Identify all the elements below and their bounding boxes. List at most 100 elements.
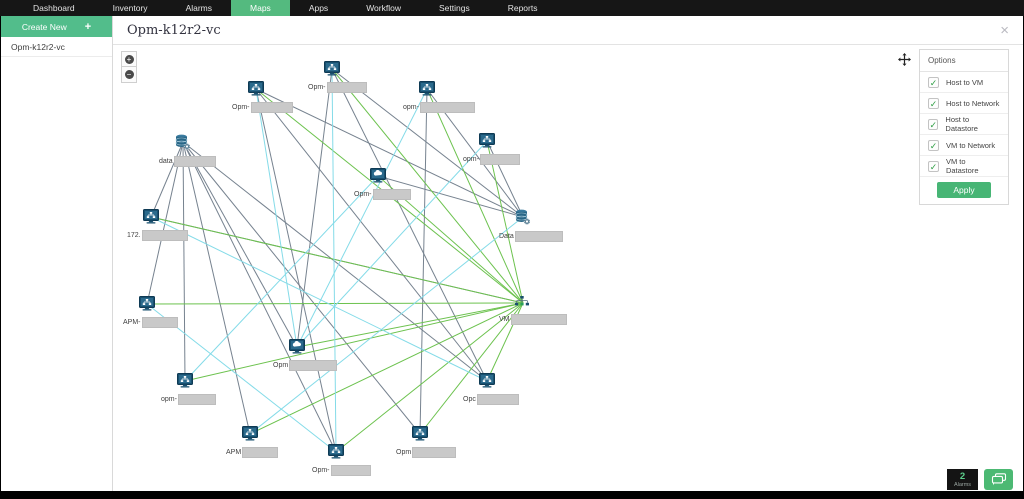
plus-icon: + [84, 20, 92, 33]
map-node-n1[interactable]: Opm- [308, 61, 367, 93]
checkbox[interactable]: ✓ [928, 160, 939, 172]
host-icon [478, 373, 519, 393]
node-label-text: Opm- [232, 104, 250, 111]
host-icon [138, 296, 178, 316]
nav-tab-reports[interactable]: Reports [507, 3, 538, 13]
option-row: ✓VM to Network [920, 135, 1008, 156]
apply-button[interactable]: Apply [937, 182, 991, 198]
node-label: APM- [123, 317, 178, 328]
sidebar-map-list: Opm-k12r2-vc [1, 37, 112, 57]
node-label-box [514, 231, 563, 242]
map-node-n4[interactable]: data [159, 134, 216, 167]
close-icon[interactable]: × [1000, 21, 1009, 39]
option-row: ✓ Host to Network [920, 93, 1008, 114]
node-label-box [289, 360, 338, 371]
top-nav: Dashboard Inventory Alarms Maps Apps Workflow… [0, 0, 1024, 16]
nav-tab-apps[interactable]: Apps [308, 3, 329, 13]
feedback-chat-button[interactable] [984, 469, 1013, 490]
map-node-n12[interactable]: opm- [161, 373, 216, 405]
node-label-text: Opm [273, 362, 289, 369]
node-label-box [476, 394, 519, 405]
option-row: ✓Host to Datastore [920, 114, 1008, 135]
map-edge [255, 88, 298, 348]
map-node-n13[interactable]: Opc [463, 373, 519, 405]
map-edge [150, 141, 184, 218]
datastore-icon [514, 209, 563, 230]
content-area: Create New + Opm-k12r2-vc Opm-k12r2-vc ×… [1, 16, 1023, 491]
map-node-n16[interactable]: Opm- [312, 444, 371, 476]
node-label: Opm [273, 360, 338, 371]
map-edge [331, 68, 337, 453]
node-label: opm- [161, 394, 216, 405]
map-node-n3[interactable]: opm- [403, 81, 475, 113]
checkbox-label: Host to Network [946, 98, 1000, 108]
host-icon [241, 426, 278, 446]
map-edge [150, 216, 488, 382]
checkbox[interactable]: ✓ [928, 76, 939, 88]
map-node-n7[interactable]: 172. [127, 209, 188, 241]
alarm-label: Alarms [953, 481, 972, 488]
alarms-badge[interactable]: 2 Alarms [947, 469, 978, 490]
nav-tab-maps[interactable]: Maps [231, 0, 290, 16]
node-label-box [141, 230, 188, 241]
host-icon [411, 426, 456, 446]
map-node-n6[interactable]: opm- [463, 133, 520, 165]
node-label-text: Opm- [308, 84, 326, 91]
map-node-n14[interactable]: APM [226, 426, 279, 458]
nav-tab-settings[interactable]: Settings [438, 3, 470, 13]
map-edge [146, 141, 184, 305]
map-node-n10[interactable]: VM [499, 295, 567, 325]
drag-move-icon[interactable] [898, 53, 911, 71]
map-edge [255, 88, 524, 218]
nav-tab-alarms[interactable]: Alarms [185, 3, 213, 13]
alarm-count: 2 [959, 470, 966, 482]
nav-tab-workflow[interactable]: Workflow [366, 3, 401, 13]
map-edge [296, 140, 488, 348]
node-label: Opm- [312, 465, 371, 476]
host-icon [478, 133, 520, 153]
page-title: Opm-k12r2-vc [127, 22, 221, 38]
map-node-n15[interactable]: Opm [396, 426, 457, 458]
checkbox[interactable]: ✓ [928, 97, 939, 109]
main-panel: Opm-k12r2-vc × + − [113, 16, 1023, 491]
node-label: Opm- [232, 102, 293, 113]
nav-tab-dashboard[interactable]: Dashboard [33, 3, 75, 13]
node-label-box [412, 447, 457, 458]
zoom-out-button[interactable]: − [122, 67, 136, 82]
map-edge [296, 68, 333, 348]
node-label-text: opm- [403, 104, 419, 111]
map-edge [419, 302, 524, 435]
map-edge [182, 141, 186, 382]
map-edge [182, 141, 337, 453]
map-header: Opm-k12r2-vc × [113, 16, 1023, 45]
nav-tab-inventory[interactable]: Inventory [112, 3, 148, 13]
node-label-box [242, 447, 279, 458]
map-edge [146, 303, 337, 453]
node-label-box [177, 394, 216, 405]
option-row: ✓Host to VM [920, 72, 1008, 93]
node-label-box [173, 156, 216, 167]
sidebar-item-map[interactable]: Opm-k12r2-vc [1, 37, 112, 57]
map-node-n5[interactable]: Opm- [354, 168, 411, 200]
checkbox[interactable]: ✓ [928, 118, 939, 130]
create-new-button[interactable]: Create New + [1, 16, 112, 37]
node-label: opm- [463, 154, 520, 165]
map-edge [182, 141, 421, 435]
map-node-n8[interactable]: Data [499, 209, 563, 242]
zoom-in-button[interactable]: + [122, 52, 136, 67]
node-label-text: Opc [463, 396, 476, 403]
map-node-n9[interactable]: APM- [123, 296, 178, 328]
node-label: data [159, 156, 216, 167]
host-icon [323, 61, 367, 81]
checkbox-label: VM to Datastore [945, 157, 979, 175]
map-edge [335, 302, 524, 453]
node-label: opm- [403, 102, 475, 113]
zoom-out-icon: − [124, 70, 134, 79]
node-label-box [141, 317, 178, 328]
map-node-n2[interactable]: Opm- [232, 81, 293, 113]
checkbox[interactable]: ✓ [928, 139, 939, 151]
map-node-n11[interactable]: Opm [273, 339, 338, 371]
create-new-label: Create New [21, 21, 67, 32]
map-canvas[interactable]: + − Options ✓Host to VM✓Host to Network✓… [113, 45, 1023, 491]
apply-row: Apply [920, 177, 1008, 204]
